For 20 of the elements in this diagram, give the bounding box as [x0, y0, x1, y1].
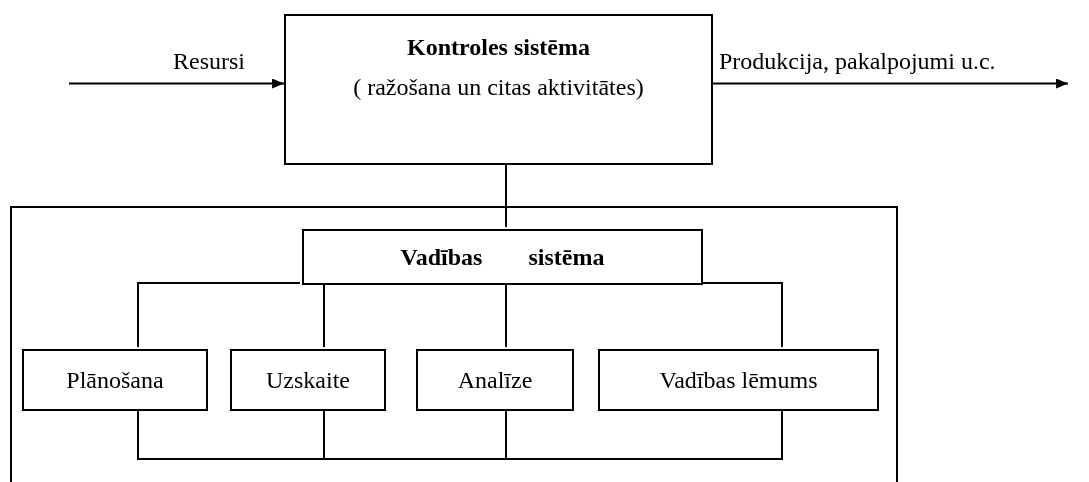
process-box	[230, 349, 386, 411]
system-box	[302, 229, 703, 285]
edge-label: Produkcija, pakalpojumi u.c.	[719, 47, 996, 74]
process-box	[598, 349, 879, 411]
arrow	[712, 78, 1069, 89]
arrow	[68, 78, 285, 89]
box-title: Kontroles sistēma	[407, 34, 590, 61]
box-label: Analīze	[457, 366, 533, 394]
box-label: Plānošana	[66, 366, 164, 394]
connector-line	[137, 282, 301, 348]
box-label: Vadības lēmums	[659, 366, 818, 394]
box-title: Vadības sistēma	[400, 243, 605, 271]
connector-line	[505, 164, 507, 228]
process-box	[416, 349, 574, 411]
edge-label: Resursi	[173, 47, 245, 74]
box-label: ( ražošana un citas aktivitātes)	[353, 74, 644, 101]
system-box	[284, 14, 713, 165]
box-label: Uzskaite	[266, 366, 350, 394]
frame-box	[10, 206, 898, 482]
process-box	[22, 349, 208, 411]
